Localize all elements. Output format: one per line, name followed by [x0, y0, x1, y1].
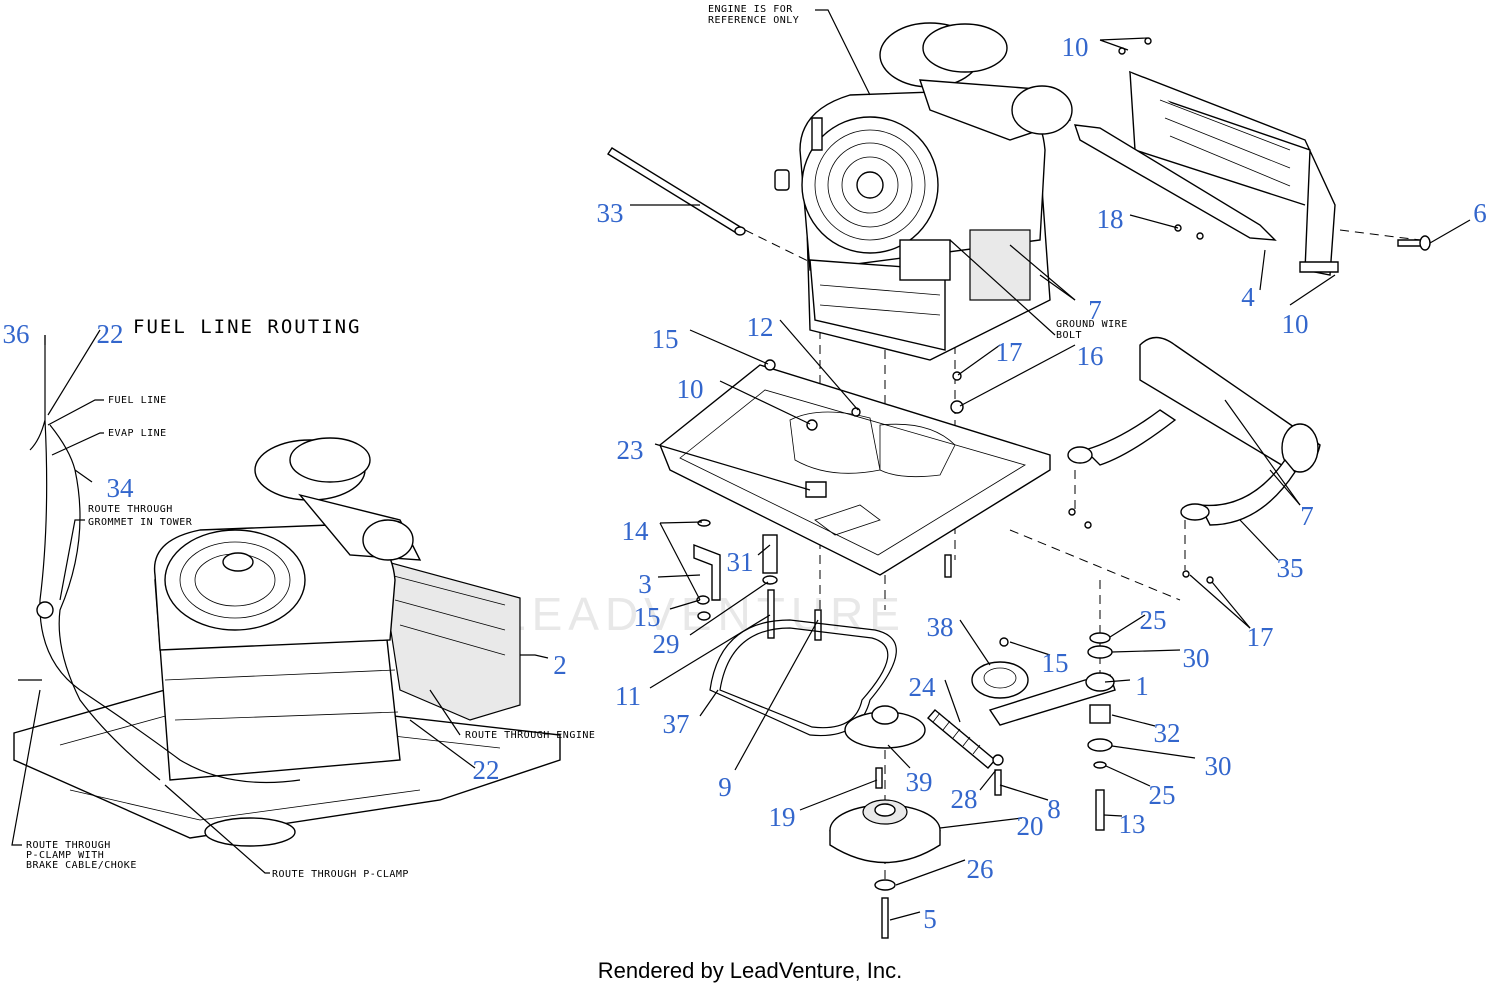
callout-16: 16	[1077, 341, 1104, 371]
note-evap-line: EVAP LINE	[108, 428, 167, 439]
callout-28: 28	[951, 784, 978, 814]
note-engine-ref-2: REFERENCE ONLY	[708, 15, 799, 26]
note-fuel-line: FUEL LINE	[108, 395, 167, 406]
callout-30: 30	[1205, 751, 1232, 781]
note-grommet-1: ROUTE THROUGH	[88, 504, 173, 515]
note-pclamp-3: BRAKE CABLE/CHOKE	[26, 860, 137, 871]
callout-22: 22	[97, 319, 124, 349]
callout-14: 14	[622, 516, 650, 546]
callout-39: 39	[906, 767, 933, 797]
callout-18: 18	[1097, 204, 1124, 234]
note-pclamp-1: ROUTE THROUGH	[26, 840, 111, 851]
callout-10: 10	[1062, 32, 1089, 62]
callout-10: 10	[677, 374, 704, 404]
callout-25: 25	[1140, 605, 1167, 635]
callout-34: 34	[107, 473, 135, 503]
note-route-engine: ROUTE THROUGH ENGINE	[465, 730, 595, 741]
callout-25: 25	[1149, 780, 1176, 810]
callout-17: 17	[996, 337, 1023, 367]
callout-9: 9	[718, 772, 732, 802]
callout-11: 11	[615, 681, 641, 711]
note-pclamp-2: P-CLAMP WITH	[26, 850, 104, 861]
footer-credit: Rendered by LeadVenture, Inc.	[598, 958, 903, 983]
note-pclamp-only: ROUTE THROUGH P-CLAMP	[272, 869, 409, 880]
callout-2: 2	[553, 650, 567, 680]
callout-30: 30	[1183, 643, 1210, 673]
callout-37: 37	[663, 709, 690, 739]
exploded-view: ENGINE IS FOR REFERENCE ONLY GROUND WIRE…	[607, 4, 1471, 939]
callout-17: 17	[1247, 622, 1274, 652]
callout-20: 20	[1017, 811, 1044, 841]
routing-title: FUEL LINE ROUTING	[133, 316, 361, 338]
callout-23: 23	[617, 435, 644, 465]
note-grommet-2: GROMMET IN TOWER	[88, 517, 193, 528]
callout-26: 26	[967, 854, 994, 884]
callout-10: 10	[1282, 309, 1309, 339]
callout-24: 24	[909, 672, 937, 702]
callout-7: 7	[1088, 295, 1102, 325]
callout-32: 32	[1154, 718, 1181, 748]
callout-31: 31	[727, 547, 754, 577]
callout-35: 35	[1277, 553, 1304, 583]
callout-4: 4	[1241, 282, 1255, 312]
callout-12: 12	[747, 312, 774, 342]
fuel-routing-view: FUEL LINE ROUTING FUEL LINE EVAP LINE RO…	[11, 316, 595, 880]
callout-15: 15	[634, 602, 661, 632]
callout-7: 7	[1300, 501, 1314, 531]
callout-33: 33	[597, 198, 624, 228]
callout-36: 36	[3, 319, 30, 349]
callout-13: 13	[1119, 809, 1146, 839]
callout-15: 15	[652, 324, 679, 354]
callout-6: 6	[1473, 198, 1487, 228]
callout-29: 29	[653, 629, 680, 659]
callout-1: 1	[1135, 671, 1149, 701]
note-ground-wire-1: GROUND WIRE	[1056, 319, 1128, 330]
callout-5: 5	[923, 904, 937, 934]
callout-15: 15	[1042, 648, 1069, 678]
callout-38: 38	[927, 612, 954, 642]
callout-22: 22	[473, 755, 500, 785]
note-engine-ref-1: ENGINE IS FOR	[708, 4, 793, 15]
note-ground-wire-2: BOLT	[1056, 330, 1082, 341]
callout-19: 19	[769, 802, 796, 832]
callout-3: 3	[638, 569, 652, 599]
callout-8: 8	[1047, 794, 1061, 824]
